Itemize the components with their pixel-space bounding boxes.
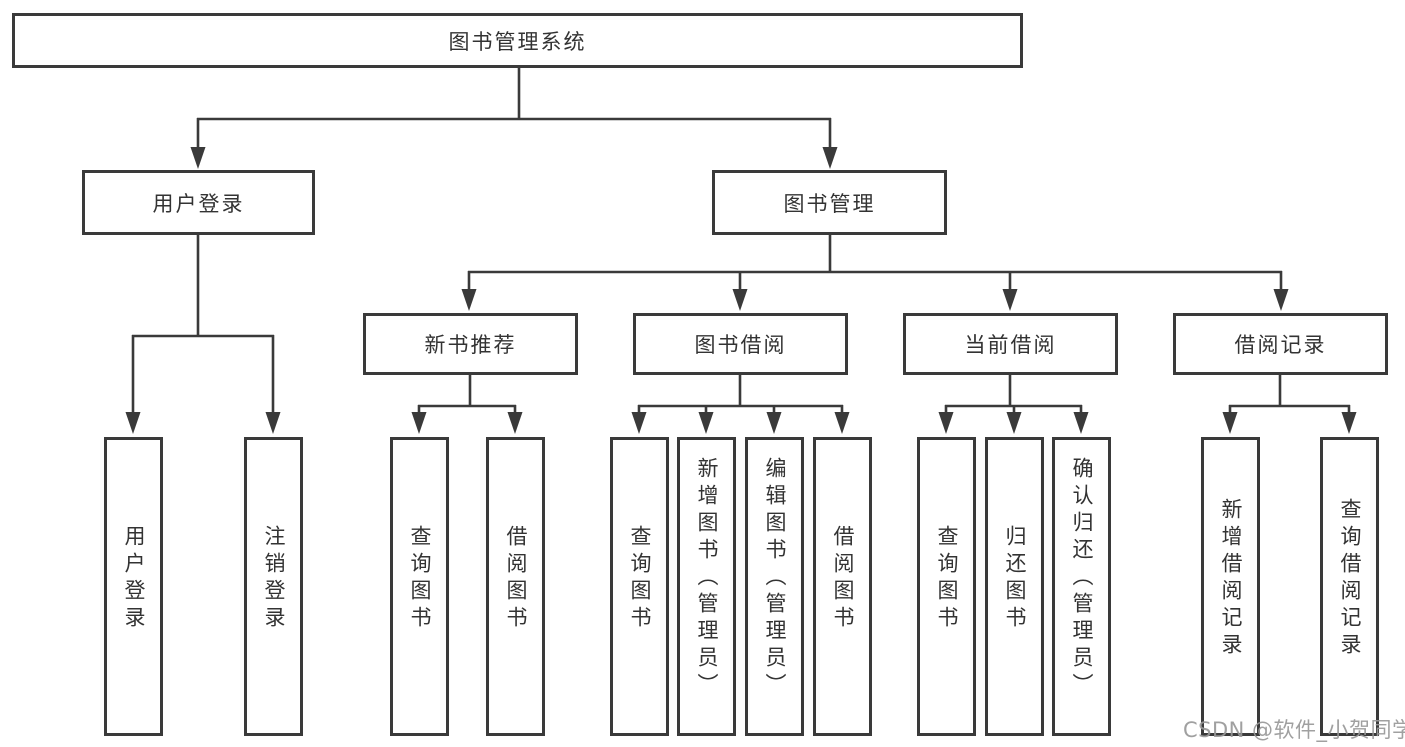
node-label: 用户登录 bbox=[152, 191, 245, 216]
node-label: 图书借阅 bbox=[694, 333, 787, 357]
arrowhead-down bbox=[125, 412, 141, 434]
connector-book-mgmt-children bbox=[461, 235, 1289, 311]
node-label: 注销登录 bbox=[262, 524, 287, 633]
arrowhead-down bbox=[1341, 412, 1357, 434]
arrowhead-down bbox=[1006, 412, 1022, 434]
node-label: 查询借阅记录 bbox=[1338, 497, 1363, 660]
node-label: 借阅记录 bbox=[1234, 333, 1327, 357]
node-book-borrowing: 图书借阅 bbox=[633, 313, 848, 375]
node-borrowing-records: 借阅记录 bbox=[1173, 313, 1388, 375]
arrowhead-down bbox=[834, 412, 850, 434]
node-leaf-query-borrow-record: 查询借阅记录 bbox=[1320, 437, 1379, 736]
arrowhead-down bbox=[698, 412, 714, 434]
arrowhead-down bbox=[822, 147, 838, 169]
arrowhead-down bbox=[631, 412, 647, 434]
node-leaf-add-borrow-record: 新增借阅记录 bbox=[1201, 437, 1260, 736]
node-new-book-recommend: 新书推荐 bbox=[363, 313, 578, 375]
node-leaf-logout: 注销登录 bbox=[244, 437, 303, 736]
node-leaf-query-books: 查询图书 bbox=[917, 437, 976, 736]
node-label: 新增借阅记录 bbox=[1219, 497, 1244, 660]
node-leaf-return-books: 归还图书 bbox=[985, 437, 1044, 736]
arrowhead-down bbox=[1273, 289, 1289, 311]
node-label: 当前借阅 bbox=[964, 333, 1057, 357]
node-user-login: 用户登录 bbox=[82, 170, 315, 235]
node-label: 查询图书 bbox=[935, 524, 960, 633]
node-leaf-borrow-books: 借阅图书 bbox=[813, 437, 872, 736]
node-current-borrowing: 当前借阅 bbox=[903, 313, 1118, 375]
connector-book-borrow-children bbox=[631, 375, 850, 434]
arrowhead-down bbox=[766, 412, 782, 434]
node-leaf-query-books: 查询图书 bbox=[610, 437, 669, 736]
arrowhead-down bbox=[265, 412, 281, 434]
node-label: 查询图书 bbox=[628, 524, 653, 633]
arrowhead-down bbox=[461, 289, 477, 311]
node-leaf-add-books-admin: 新增图书（管理员） bbox=[677, 437, 736, 736]
node-label: 图书管理系统 bbox=[448, 29, 587, 54]
node-label: 图书管理 bbox=[783, 191, 876, 216]
node-label: 查询图书 bbox=[408, 524, 433, 633]
node-leaf-query-books: 查询图书 bbox=[390, 437, 449, 736]
node-leaf-confirm-return-admin: 确认归还（管理员） bbox=[1052, 437, 1111, 736]
connector-borrow-record-children bbox=[1222, 375, 1357, 434]
node-root-system: 图书管理系统 bbox=[12, 13, 1023, 68]
node-leaf-user-login: 用户登录 bbox=[104, 437, 163, 736]
arrowhead-down bbox=[1222, 412, 1238, 434]
node-leaf-borrow-books: 借阅图书 bbox=[486, 437, 545, 736]
arrowhead-down bbox=[411, 412, 427, 434]
arrowhead-down bbox=[1002, 289, 1018, 311]
node-leaf-edit-books-admin: 编辑图书（管理员） bbox=[745, 437, 804, 736]
node-label: 用户登录 bbox=[122, 524, 147, 633]
node-label: 新增图书（管理员） bbox=[695, 457, 720, 700]
csdn-watermark: CSDN @软件_小贺同学 bbox=[1183, 718, 1405, 742]
node-label: 借阅图书 bbox=[504, 524, 529, 633]
node-label: 归还图书 bbox=[1003, 524, 1028, 633]
arrowhead-down bbox=[938, 412, 954, 434]
arrowhead-down bbox=[507, 412, 523, 434]
arrowhead-down bbox=[1073, 412, 1089, 434]
connector-user-login-children bbox=[125, 235, 281, 434]
connector-current-borrow-children bbox=[938, 375, 1089, 434]
node-label: 编辑图书（管理员） bbox=[763, 457, 788, 700]
node-label: 新书推荐 bbox=[424, 333, 517, 357]
node-label: 确认归还（管理员） bbox=[1070, 457, 1095, 700]
arrowhead-down bbox=[732, 289, 748, 311]
node-label: 借阅图书 bbox=[831, 524, 856, 633]
arrowhead-down bbox=[190, 147, 206, 169]
connector-new-book-rec-children bbox=[411, 375, 523, 434]
connector-root-to-level1 bbox=[190, 66, 838, 169]
node-book-management: 图书管理 bbox=[712, 170, 947, 235]
